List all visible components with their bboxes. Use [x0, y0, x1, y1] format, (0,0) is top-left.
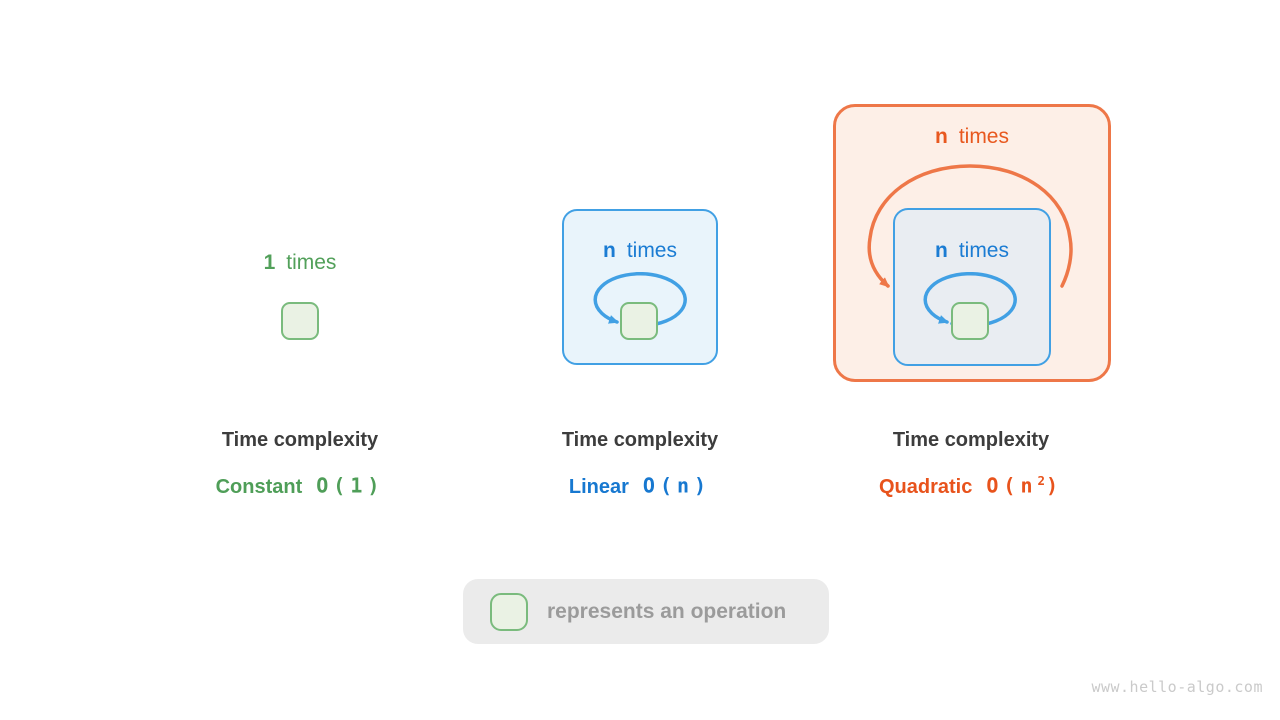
- linear-iteration-count: n: [602, 239, 616, 262]
- linear-complexity-label: Linear O(n): [490, 473, 790, 499]
- quadratic-inner-iterations-heading: n times: [895, 239, 1049, 262]
- watermark: www.hello-algo.com: [1091, 678, 1263, 696]
- linear-iteration-word: times: [626, 239, 677, 262]
- operation-icon: [951, 302, 989, 340]
- quadratic-inner-iteration-count: n: [934, 239, 948, 262]
- quadratic-outer-iteration-count: n: [934, 125, 948, 148]
- legend-text: represents an operation: [547, 599, 787, 623]
- linear-complexity-name: Linear: [568, 475, 629, 498]
- constant-iteration-word: times: [286, 251, 337, 274]
- quadratic-inner-loop-panel: n times: [893, 208, 1051, 366]
- quadratic-complexity-name: Quadratic: [879, 475, 973, 498]
- constant-bigo-notation: O(1): [316, 473, 385, 498]
- quadratic-outer-loop-arrow-icon: [867, 164, 1073, 288]
- operation-icon: [620, 302, 658, 340]
- constant-iterations-heading: 1 times: [200, 251, 400, 274]
- quadratic-bigo-notation: O(n2): [986, 473, 1063, 498]
- quadratic-outer-iterations-heading: n times: [836, 125, 1108, 148]
- linear-iterations-heading: n times: [564, 239, 716, 262]
- legend: represents an operation: [463, 579, 829, 644]
- quadratic-inner-loop-arrow-icon: [923, 272, 1017, 328]
- constant-iteration-count: 1: [263, 251, 276, 274]
- quadratic-outer-iteration-word: times: [958, 125, 1009, 148]
- operation-icon: [490, 592, 528, 631]
- linear-loop-arrow-icon: [593, 272, 687, 328]
- quadratic-complexity-label: Quadratic O(n2): [821, 473, 1121, 499]
- linear-bigo-notation: O(n): [642, 473, 712, 498]
- constant-caption-title: Time complexity: [221, 429, 379, 451]
- quadratic-inner-iteration-word: times: [958, 239, 1009, 262]
- constant-complexity-name: Constant: [215, 475, 303, 498]
- constant-complexity-label: Constant O(1): [150, 473, 450, 499]
- linear-caption-title: Time complexity: [561, 429, 719, 451]
- quadratic-caption-title: Time complexity: [892, 429, 1050, 451]
- operation-icon: [281, 302, 319, 340]
